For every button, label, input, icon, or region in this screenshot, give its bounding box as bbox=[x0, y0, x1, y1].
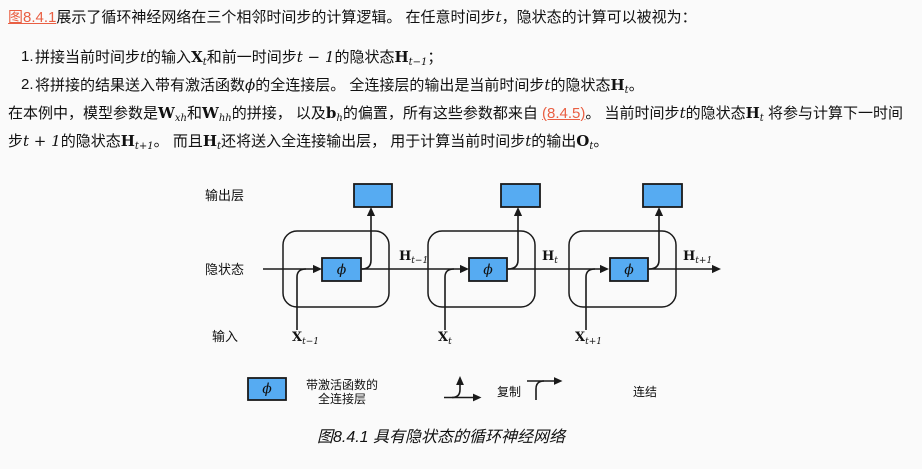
text-segment: h bbox=[336, 113, 343, 124]
text-segment: 的输入 bbox=[146, 49, 192, 66]
output-box-2 bbox=[500, 183, 541, 208]
arrowhead-into-output-2 bbox=[513, 207, 523, 216]
text-segment: t bbox=[589, 141, 594, 152]
text-segment: t − 1 bbox=[296, 48, 335, 66]
steps-list: 1. 拼接当前时间步t的输入Xt和前一时间步t − 1的隐状态Ht−1； 2. … bbox=[21, 46, 644, 102]
row-label-input: 输入 bbox=[212, 329, 238, 344]
list-item: 2. 将拼接的结果送入带有激活函数ϕ的全连接层。 全连接层的输出是当前时间步t的… bbox=[21, 74, 644, 102]
text-segment: t bbox=[624, 85, 629, 96]
text-segment: t bbox=[202, 57, 207, 68]
concat-glyph bbox=[527, 377, 563, 400]
text-segment: 的隐状态 bbox=[60, 133, 121, 150]
text-segment: 的拼接， 以及 bbox=[231, 105, 326, 122]
text-segment: t bbox=[217, 141, 222, 152]
legend-fc-label-line2: 全连接层 bbox=[318, 391, 366, 406]
text-segment: ϕ bbox=[245, 76, 256, 94]
legend-phi-symbol: ϕ bbox=[262, 381, 272, 397]
text-segment: 。 而且 bbox=[153, 133, 203, 150]
text-segment: t + 1 bbox=[23, 132, 61, 150]
text-segment: W bbox=[158, 104, 175, 122]
arrowhead-hidden-out bbox=[712, 264, 721, 274]
text-segment: t bbox=[525, 132, 532, 150]
text-segment: 的隐状态 bbox=[334, 49, 395, 66]
text-segment: 。 bbox=[628, 77, 644, 94]
copy-branch-1 bbox=[361, 214, 372, 270]
concat-curve-1 bbox=[296, 268, 307, 330]
copy-glyph bbox=[444, 376, 482, 402]
legend-fc-box bbox=[247, 377, 287, 401]
text-segment: 的偏置，所有这些参数都来自 bbox=[342, 105, 543, 122]
text-segment: H bbox=[745, 104, 760, 122]
text-segment: H bbox=[610, 76, 625, 94]
text-segment: H bbox=[394, 48, 409, 66]
text-segment: xh bbox=[174, 113, 187, 124]
copy-branch-2 bbox=[507, 214, 519, 270]
hidden-state-label-2: Ht bbox=[542, 249, 558, 266]
text-segment: 。 当前时间步 bbox=[585, 105, 680, 122]
figure-caption: 图8.4.1 具有隐状态的循环神经网络 bbox=[317, 428, 567, 446]
copy-branch-3 bbox=[648, 214, 660, 270]
phi-symbol-1: ϕ bbox=[337, 262, 347, 278]
text-segment: t−1 bbox=[408, 57, 428, 68]
text-segment: H bbox=[202, 132, 218, 150]
text-segment: ； bbox=[427, 49, 443, 66]
row-label-output-layer: 输出层 bbox=[205, 188, 244, 203]
text-segment: 的全连接层。 全连接层的输出是当前时间步 bbox=[255, 77, 545, 94]
text-segment: 拼接当前时间步 bbox=[35, 49, 141, 66]
input-label-1: Xt−1 bbox=[292, 330, 319, 347]
concat-curve-2 bbox=[444, 268, 455, 330]
phi-symbol-2: ϕ bbox=[483, 262, 493, 278]
text-segment: W bbox=[201, 104, 219, 122]
input-label-3: Xt+1 bbox=[575, 330, 602, 347]
concat-curve-3 bbox=[585, 268, 596, 330]
text-segment: 将拼接的结果送入带有激活函数 bbox=[35, 77, 246, 94]
input-label-2: Xt bbox=[438, 330, 452, 347]
text-segment: 的输出 bbox=[531, 133, 577, 150]
list-item: 1. 拼接当前时间步t的输入Xt和前一时间步t − 1的隐状态Ht−1； bbox=[21, 46, 644, 74]
arrowhead-into-fc-1 bbox=[313, 264, 322, 274]
text-segment: 将参与计算下一时间步 bbox=[8, 105, 903, 150]
params-paragraph: 在本例中，模型参数是Wxh和Whh的拼接， 以及bh的偏置，所有这些参数都来自 … bbox=[8, 102, 904, 158]
phi-symbol-3: ϕ bbox=[624, 262, 634, 278]
copy-label: 复制 bbox=[497, 385, 521, 399]
list-number: 1. bbox=[21, 48, 34, 65]
legend-fc-label-line1: 带激活函数的 bbox=[306, 377, 378, 392]
text-segment: X bbox=[191, 48, 203, 66]
text-segment: O bbox=[576, 132, 590, 150]
text-segment: 还将送入全连接输出层， 用于计算当前时间步 bbox=[221, 133, 526, 150]
text-segment: t bbox=[759, 113, 764, 124]
arrowhead-into-fc-2 bbox=[460, 264, 469, 274]
output-box-3 bbox=[642, 183, 683, 208]
arrowhead-into-fc-3 bbox=[600, 264, 609, 274]
arrowhead-into-output-1 bbox=[366, 207, 376, 216]
text-segment: H bbox=[120, 132, 135, 150]
output-box-1 bbox=[353, 183, 393, 208]
hidden-state-label-3: Ht+1 bbox=[683, 249, 712, 266]
text-segment: t+1 bbox=[134, 141, 154, 152]
hidden-state-label-1: Ht−1 bbox=[399, 249, 428, 266]
text-segment: ，隐状态的计算可以被视为： bbox=[501, 9, 697, 26]
text-segment: t bbox=[140, 48, 147, 66]
list-item-text: 拼接当前时间步t的输入Xt和前一时间步t − 1的隐状态Ht−1； bbox=[35, 46, 442, 74]
text-segment: hh bbox=[218, 113, 232, 124]
text-segment: 和前一时间步 bbox=[206, 49, 297, 66]
text-segment: 的隐状态 bbox=[550, 77, 611, 94]
text-segment: t bbox=[544, 76, 551, 94]
text-segment: t bbox=[679, 104, 686, 122]
inline-link[interactable]: (8.4.5) bbox=[542, 105, 586, 122]
text-segment: t bbox=[495, 8, 502, 26]
row-label-hidden-state: 隐状态 bbox=[205, 262, 244, 277]
text-segment: 的隐状态 bbox=[685, 105, 746, 122]
list-number: 2. bbox=[21, 76, 34, 93]
concat-label: 连结 bbox=[633, 384, 657, 399]
text-segment: 和 bbox=[186, 105, 202, 122]
text-segment: 。 bbox=[593, 133, 609, 150]
text-segment: 展示了循环神经网络在三个相邻时间步的计算逻辑。 在任意时间步 bbox=[56, 9, 496, 26]
list-item-text: 将拼接的结果送入带有激活函数ϕ的全连接层。 全连接层的输出是当前时间步t的隐状态… bbox=[35, 74, 644, 102]
arrowhead-into-output-3 bbox=[654, 207, 664, 216]
text-segment: 在本例中，模型参数是 bbox=[8, 105, 159, 122]
inline-link[interactable]: 图8.4.1 bbox=[8, 9, 57, 26]
text-segment: b bbox=[325, 104, 337, 122]
intro-paragraph: 图8.4.1展示了循环神经网络在三个相邻时间步的计算逻辑。 在任意时间步t，隐状… bbox=[8, 6, 913, 29]
